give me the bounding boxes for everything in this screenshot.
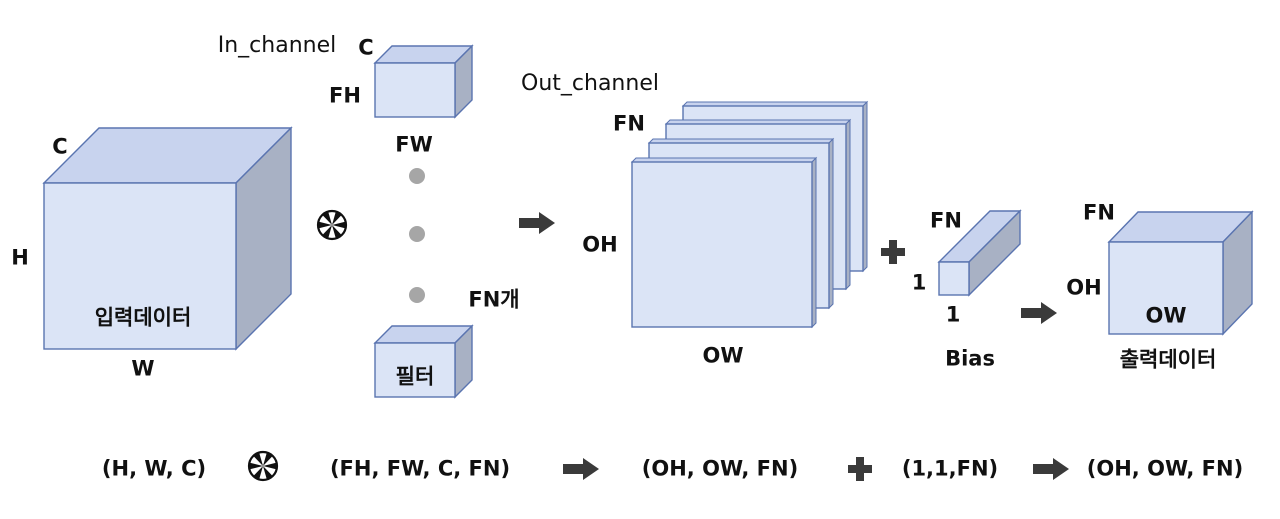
input-width-label: W bbox=[131, 356, 155, 381]
formula-convolution-operator-spoke-1 bbox=[263, 462, 277, 470]
output-depth-label: FN bbox=[1083, 200, 1115, 225]
convolution-operator-spoke-2 bbox=[332, 225, 342, 239]
ellipsis-dot-3 bbox=[409, 287, 425, 303]
out-channel-label: Out_channel bbox=[521, 71, 659, 96]
in-channel-label: In_channel bbox=[217, 33, 337, 58]
formula-convolution-operator-spoke-5 bbox=[253, 452, 263, 466]
input-channel-label: C bbox=[52, 134, 68, 159]
formula-convolution-operator-spoke-4 bbox=[249, 462, 263, 470]
ellipsis-dot-1 bbox=[409, 168, 425, 184]
bias-width-label: 1 bbox=[945, 302, 961, 327]
output-title: 출력데이터 bbox=[1119, 347, 1217, 372]
filter-count-label: FN개 bbox=[468, 287, 520, 312]
convolution-operator-spoke-4 bbox=[318, 221, 332, 229]
filter-title: 필터 bbox=[395, 364, 435, 389]
plus-sign-v bbox=[889, 240, 897, 264]
formula-arrow-1 bbox=[563, 458, 599, 480]
formula-output-shape: (OH, OW, FN) bbox=[1086, 456, 1244, 481]
formula-conv-shape: (OH, OW, FN) bbox=[641, 456, 799, 481]
ellipsis-dot-2 bbox=[409, 226, 425, 242]
feature-map-4 bbox=[631, 161, 813, 328]
filter-bottom-cube-front-face bbox=[374, 342, 456, 398]
filter-height-label: FH bbox=[329, 83, 361, 108]
convolution-operator-spoke-6 bbox=[332, 211, 342, 225]
convolution-operator-spoke-1 bbox=[332, 221, 346, 229]
arrow-to-conv-output bbox=[519, 212, 555, 234]
formula-plus-sign-v bbox=[856, 457, 864, 481]
input-title: 입력데이터 bbox=[94, 305, 192, 330]
filter-width-label: FW bbox=[395, 132, 433, 157]
formula-filter-shape: (FH, FW, C, FN) bbox=[329, 456, 511, 481]
conv-height-label: OH bbox=[582, 232, 618, 257]
conv-depth-label: FN bbox=[613, 111, 645, 136]
filter-channel-label: C bbox=[358, 35, 374, 60]
formula-arrow-2 bbox=[1033, 458, 1069, 480]
arrow-to-output bbox=[1021, 302, 1057, 324]
bias-title: Bias bbox=[945, 346, 995, 371]
convolution-operator-spoke-3 bbox=[322, 225, 332, 239]
output-width-label: OW bbox=[1145, 303, 1187, 328]
formula-input-shape: (H, W, C) bbox=[101, 456, 207, 481]
formula-convolution-operator-spoke-6 bbox=[263, 452, 273, 466]
formula-convolution-operator-spoke-2 bbox=[263, 466, 273, 480]
conv-width-label: OW bbox=[702, 343, 744, 368]
bias-cube-front-face bbox=[938, 261, 970, 296]
bias-height-label: 1 bbox=[911, 270, 927, 295]
filter-top-cube-front-face bbox=[374, 62, 456, 118]
output-cube-front-face bbox=[1108, 241, 1224, 335]
input-cube-front-face bbox=[43, 182, 237, 350]
bias-depth-label: FN bbox=[930, 208, 962, 233]
formula-bias-shape: (1,1,FN) bbox=[901, 456, 999, 481]
input-height-label: H bbox=[11, 245, 29, 270]
formula-convolution-operator-spoke-3 bbox=[253, 466, 263, 480]
output-height-label: OH bbox=[1066, 275, 1102, 300]
convolution-operator-spoke-5 bbox=[322, 211, 332, 225]
